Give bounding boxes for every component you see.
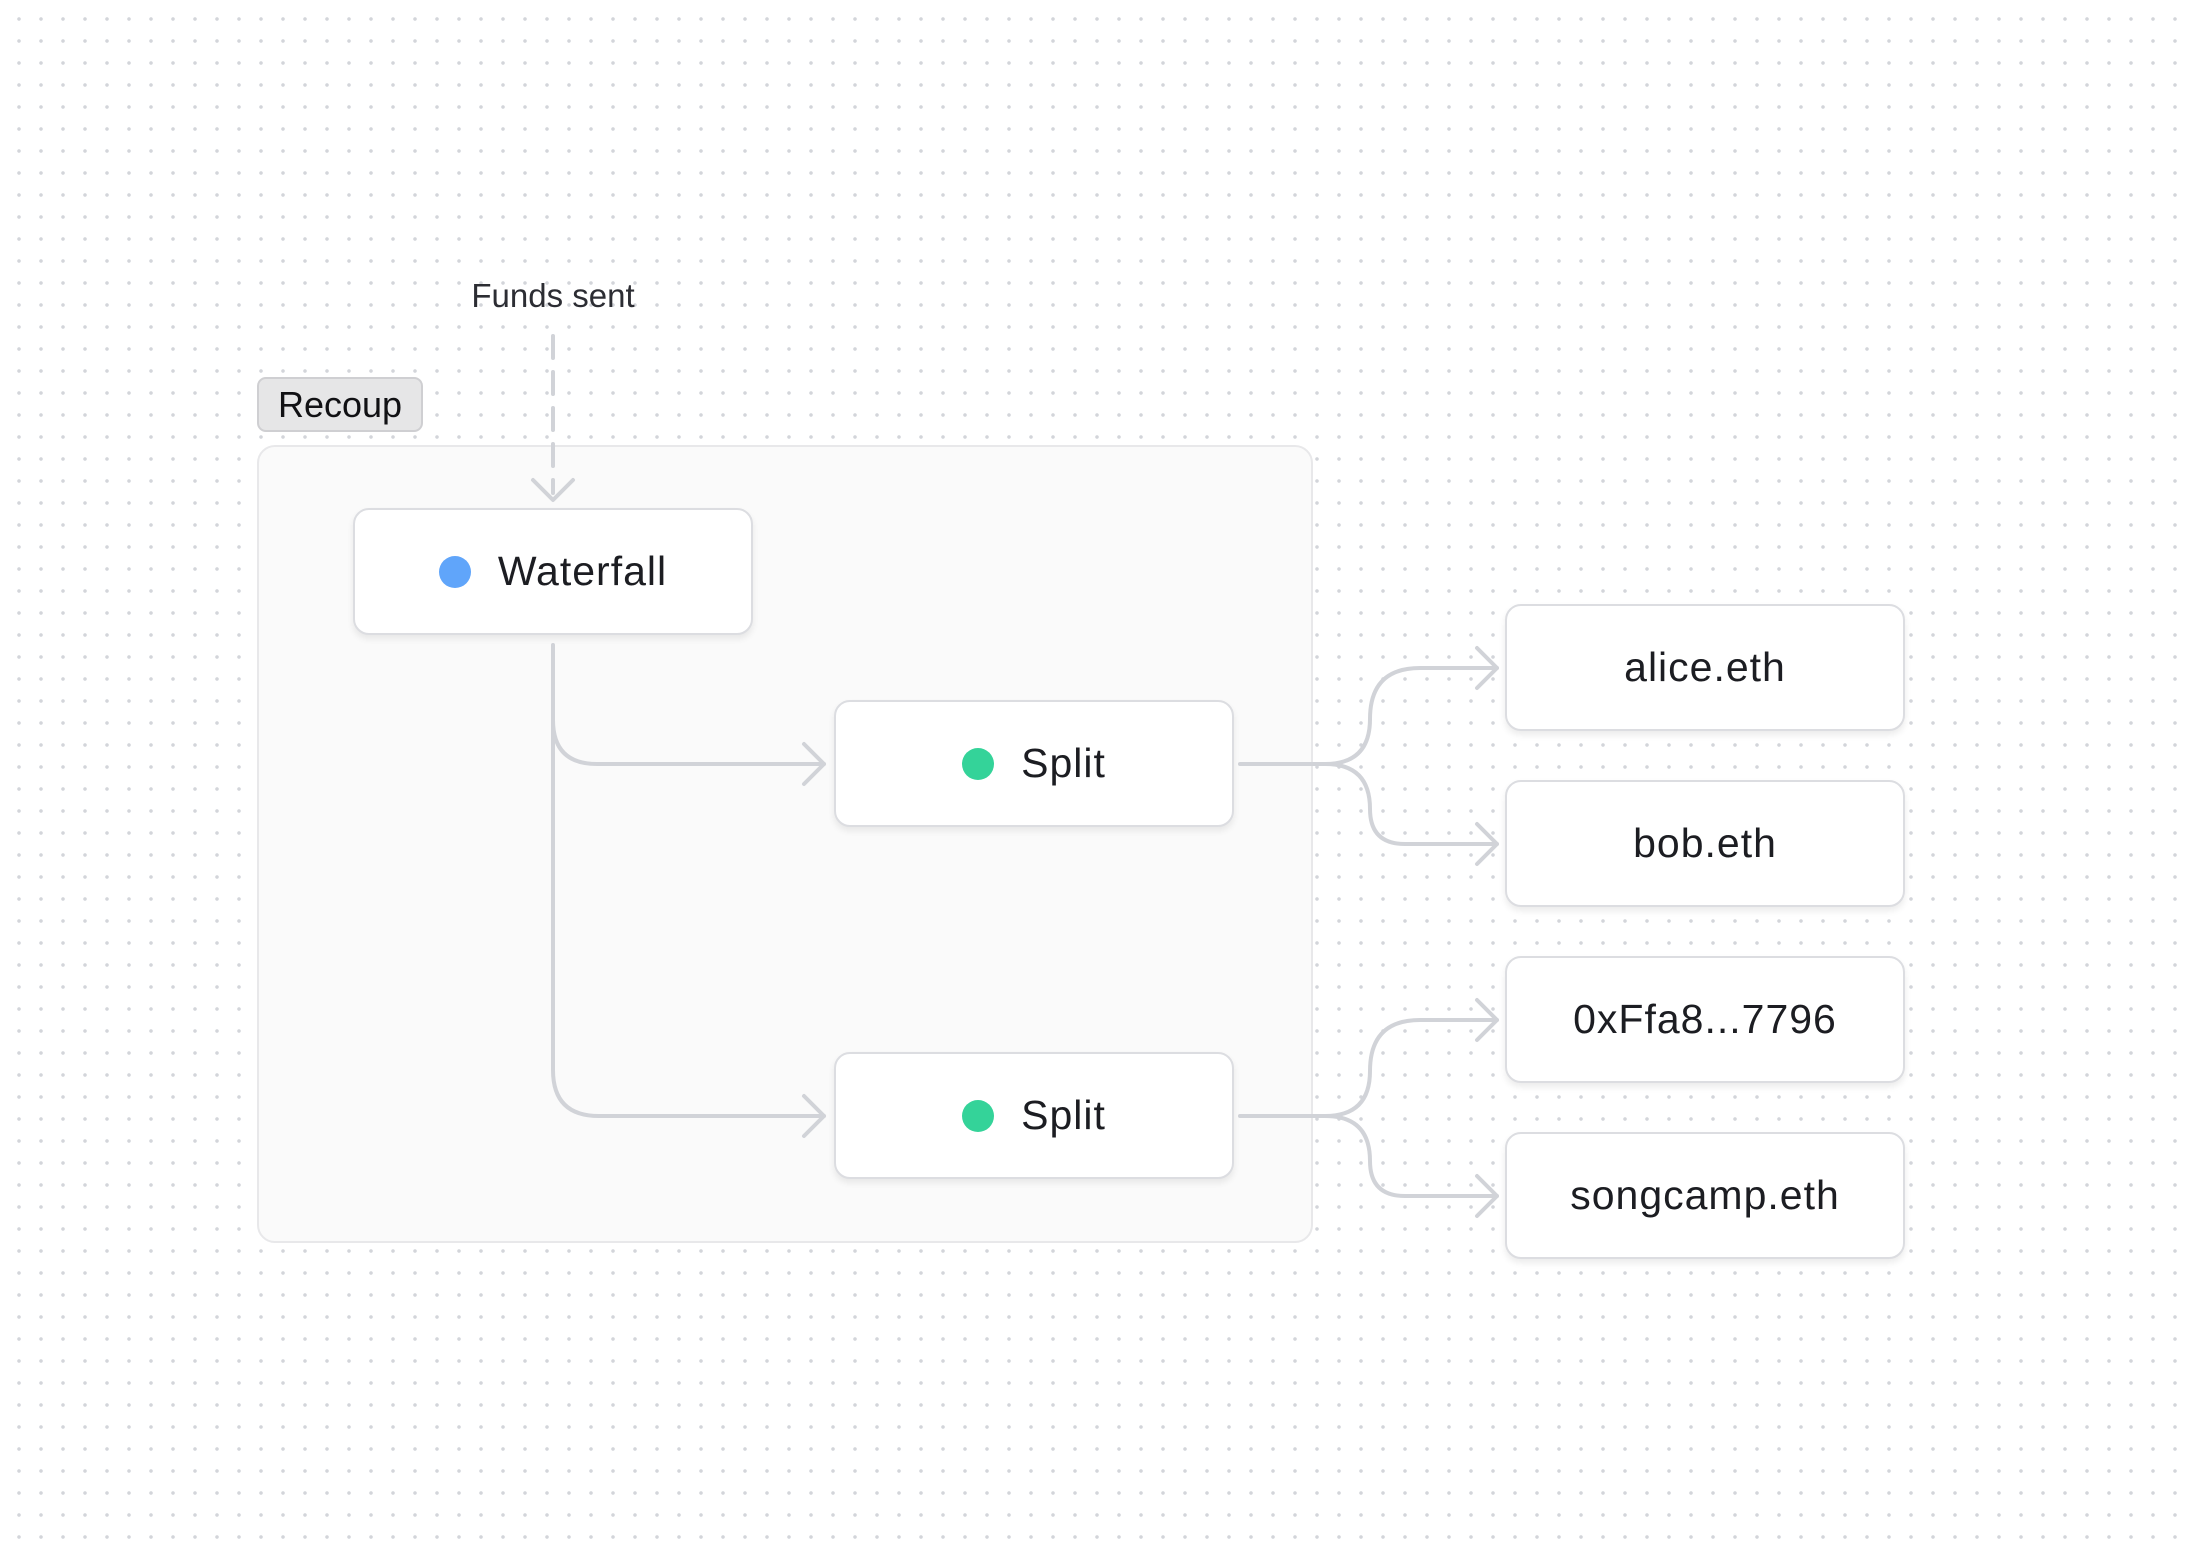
recipient-label: songcamp.eth	[1570, 1172, 1840, 1218]
split-1-node-label: Split	[1021, 740, 1106, 786]
recipient-node-alice[interactable]: alice.eth	[1505, 604, 1905, 731]
recipient-node-songcamp[interactable]: songcamp.eth	[1505, 1132, 1905, 1259]
split-node-2[interactable]: Split	[834, 1052, 1234, 1179]
waterfall-status-dot	[438, 555, 471, 588]
recipient-node-bob[interactable]: bob.eth	[1505, 780, 1905, 907]
split-1-status-dot	[962, 747, 995, 780]
waterfall-node-label: Waterfall	[497, 548, 668, 594]
funds-sent-label: Funds sent	[471, 277, 635, 314]
recipient-label: 0xFfa8...7796	[1573, 996, 1837, 1042]
split-1-to-bob-arrowhead	[1475, 822, 1499, 866]
recipient-label: alice.eth	[1624, 644, 1786, 690]
split-2-status-dot	[962, 1099, 995, 1132]
recoup-group-label[interactable]: Recoup	[257, 377, 423, 432]
split-1-to-bob-connector	[1323, 762, 1499, 846]
split-2-to-songcamp-arrowhead	[1475, 1174, 1499, 1218]
split-node-1[interactable]: Split	[834, 700, 1234, 827]
waterfall-node[interactable]: Waterfall	[353, 508, 753, 635]
split-2-to-songcamp-connector	[1323, 1114, 1499, 1198]
split-2-to-address-arrowhead	[1475, 998, 1499, 1042]
split-2-node-label: Split	[1021, 1092, 1106, 1138]
split-1-to-alice-arrowhead	[1475, 646, 1499, 690]
recipient-label: bob.eth	[1633, 820, 1777, 866]
recipient-node-address[interactable]: 0xFfa8...7796	[1505, 956, 1905, 1083]
